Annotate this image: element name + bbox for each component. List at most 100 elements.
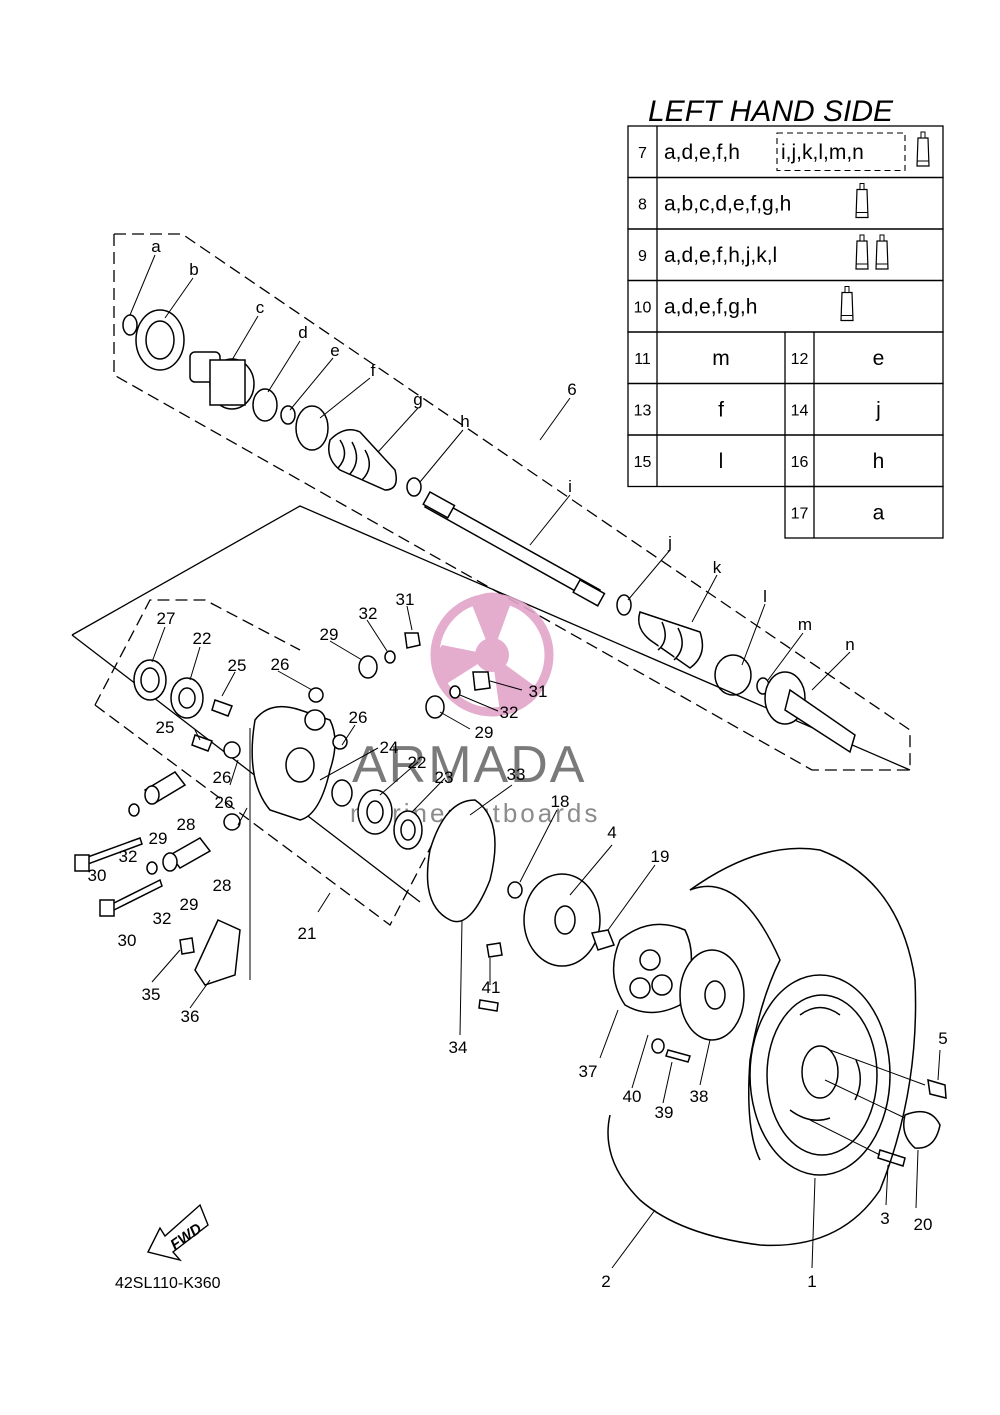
part-number-label: 32 — [119, 847, 138, 866]
part-number-label: 36 — [181, 1007, 200, 1026]
leader-lines — [129, 254, 941, 1269]
part-number-label: 32 — [359, 604, 378, 623]
part-number-label: 4 — [607, 823, 616, 842]
fwd-arrow: FWD — [146, 1203, 209, 1262]
part-number-label: 35 — [142, 985, 161, 1004]
part-letter-label: j — [667, 533, 672, 552]
part-number-label: 2 — [601, 1272, 610, 1291]
part-number-label: 29 — [180, 895, 199, 914]
grease-tube-icon — [875, 234, 889, 270]
row-value: j — [875, 398, 881, 421]
part-number-label: 26 — [215, 793, 234, 812]
part-number-label: 1 — [807, 1272, 816, 1291]
part-number-label: 22 — [408, 753, 427, 772]
driveshaft-boundary — [113, 233, 911, 771]
part-number-label: 41 — [482, 978, 501, 997]
row-value: l — [719, 450, 724, 473]
part-number-label: 24 — [380, 738, 399, 757]
row-number: 10 — [634, 299, 652, 316]
part-letter-label: i — [568, 477, 572, 496]
part-number-label: 33 — [507, 765, 526, 784]
row-number: 16 — [791, 454, 809, 471]
part-letter-label: a — [151, 237, 161, 256]
part-number-label: 29 — [320, 625, 339, 644]
part-letter-label: l — [763, 587, 767, 606]
row-number: 17 — [791, 505, 809, 522]
part-letter-label: n — [845, 635, 854, 654]
row-boxed-contents: i,j,k,l,m,n — [781, 141, 864, 164]
knuckle-boundary — [71, 505, 911, 903]
table-pair-row: 11 m 12 e — [627, 331, 944, 385]
part-letter-label: m — [798, 615, 812, 634]
row-number: 13 — [634, 402, 652, 419]
table-pair-row: 13 f 14 j — [627, 382, 944, 436]
part-number-label: 21 — [298, 924, 317, 943]
knuckle-parts — [74, 632, 947, 1167]
row-number: 9 — [638, 248, 647, 265]
part-letter-label: d — [298, 323, 307, 342]
part-number-label: 3 — [880, 1209, 889, 1228]
part-letter-label: c — [256, 298, 265, 317]
part-number-label: 31 — [396, 590, 415, 609]
part-number-label: 6 — [567, 380, 576, 399]
part-number-label: 38 — [690, 1087, 709, 1106]
part-number-label: 28 — [177, 815, 196, 834]
grease-tube-icon — [855, 234, 869, 270]
row-value: m — [712, 347, 730, 370]
part-letter-label: g — [413, 390, 422, 409]
part-labels: abcdefghijklmn12345618192021222223242525… — [88, 237, 948, 1291]
part-number-label: 30 — [88, 866, 107, 885]
part-letter-label: b — [189, 260, 198, 279]
part-number-label: 37 — [579, 1062, 598, 1081]
grease-tube-icon — [855, 183, 869, 219]
table-title: LEFT HAND SIDE — [648, 95, 894, 128]
part-letter-label: f — [371, 361, 376, 380]
part-number-label: 34 — [449, 1038, 468, 1057]
part-number-label: 32 — [500, 703, 519, 722]
part-number-label: 26 — [213, 768, 232, 787]
part-letter-label: h — [460, 412, 469, 431]
part-number-label: 26 — [349, 708, 368, 727]
table-row: 8 a,b,c,d,e,f,g,h — [627, 176, 944, 230]
part-number-label: 5 — [938, 1029, 947, 1048]
table-pair-row: 15 l 16 h — [627, 434, 944, 488]
part-number-label: 18 — [551, 792, 570, 811]
row-contents: a,b,c,d,e,f,g,h — [664, 192, 791, 215]
row-number: 12 — [791, 351, 809, 368]
grease-tube-icon — [916, 131, 930, 167]
part-number-label: 22 — [193, 629, 212, 648]
watermark-brand-text: ARMADA — [352, 736, 586, 794]
part-number-label: 23 — [435, 768, 454, 787]
part-number-label: 29 — [149, 829, 168, 848]
part-number-label: 28 — [213, 876, 232, 895]
row-contents: a,d,e,f,h — [664, 141, 740, 164]
driveshaft-parts — [122, 309, 856, 754]
watermark-logo — [430, 592, 554, 717]
row-number: 14 — [791, 402, 809, 419]
part-letter-label: k — [713, 558, 722, 577]
row-number: 11 — [634, 351, 651, 368]
part-number-label: 32 — [153, 909, 172, 928]
part-number-label: 20 — [914, 1215, 933, 1234]
row-number: 8 — [638, 196, 647, 213]
part-number-label: 31 — [529, 682, 548, 701]
row-value: f — [718, 398, 724, 421]
row-value: h — [873, 450, 885, 473]
row-value: e — [873, 347, 885, 370]
part-number-label: 29 — [475, 723, 494, 742]
row-contents: a,d,e,f,h,j,k,l — [664, 244, 777, 267]
part-number-label: 25 — [228, 656, 247, 675]
diagram-code: 42SL110-K360 — [115, 1275, 221, 1292]
part-number-label: 30 — [118, 931, 137, 950]
row-number: 15 — [634, 454, 652, 471]
table-row: 9 a,d,e,f,h,j,k,l — [627, 228, 944, 282]
part-number-label: 27 — [157, 609, 176, 628]
part-letter-label: e — [330, 341, 339, 360]
part-number-label: 40 — [623, 1087, 642, 1106]
